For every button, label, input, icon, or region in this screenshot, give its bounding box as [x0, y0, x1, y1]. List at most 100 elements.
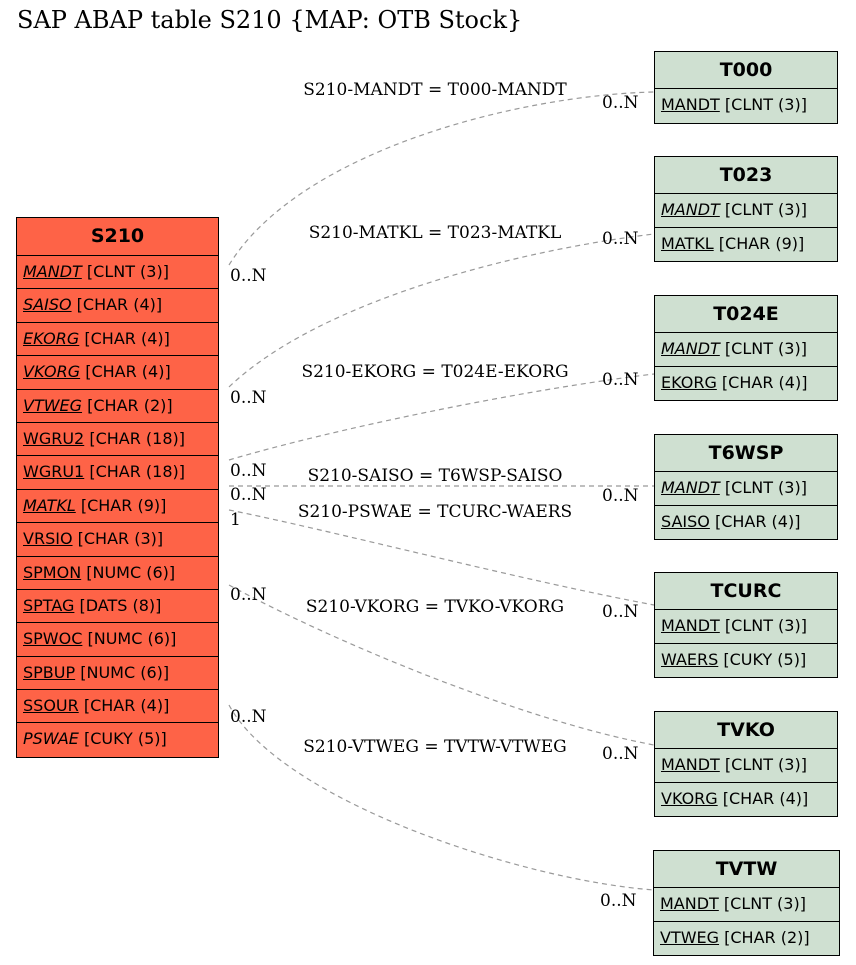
relation-label: S210-VTWEG = TVTW-VTWEG — [303, 737, 567, 757]
field-name: MANDT — [661, 478, 720, 497]
cardinality-source: 0..N — [230, 388, 267, 408]
field-name: VKORG — [661, 788, 718, 808]
table-header: T6WSP — [655, 435, 837, 472]
cardinality-source: 0..N — [230, 266, 267, 286]
cardinality-source: 0..N — [230, 461, 267, 481]
field-type: [CLNT (3)] — [719, 478, 807, 497]
field-name: SPWOC — [23, 629, 83, 649]
field-name: MANDT — [661, 200, 720, 219]
field-type: [CLNT (3)] — [719, 755, 807, 774]
field-type: [CUKY (5)] — [78, 729, 167, 749]
diagram-title: SAP ABAP table S210 {MAP: OTB Stock} — [17, 6, 523, 34]
field-name: PSWAE — [23, 729, 79, 749]
table-s210[interactable]: S210 MANDT [CLNT (3)]SAISO [CHAR (4)]EKO… — [16, 217, 219, 758]
field-row-spmon[interactable]: SPMON [NUMC (6)] — [17, 557, 218, 590]
field-row-mandt[interactable]: MANDT [CLNT (3)] — [655, 472, 837, 506]
cardinality-target: 0..N — [602, 93, 639, 113]
field-type: [CHAR (18)] — [84, 428, 185, 448]
field-type: [CHAR (9)] — [713, 233, 805, 253]
table-header: T024E — [655, 296, 837, 333]
field-row-spbup[interactable]: SPBUP [NUMC (6)] — [17, 657, 218, 691]
relation-label: S210-MANDT = T000-MANDT — [303, 80, 567, 100]
field-row-spwoc[interactable]: SPWOC [NUMC (6)] — [17, 623, 218, 657]
cardinality-source: 0..N — [230, 485, 267, 505]
table-header: T000 — [655, 52, 837, 89]
table-header: T023 — [655, 157, 837, 194]
field-name: MANDT — [661, 95, 720, 114]
field-row-mandt[interactable]: MANDT [CLNT (3)] — [655, 89, 837, 123]
field-name: WAERS — [661, 649, 719, 669]
field-type: [CHAR (9)] — [75, 495, 167, 515]
field-type: [CLNT (3)] — [719, 95, 807, 114]
field-row-vtweg[interactable]: VTWEG [CHAR (2)] — [654, 922, 839, 956]
field-type: [CHAR (4)] — [80, 362, 171, 382]
cardinality-target: 0..N — [602, 370, 639, 390]
field-row-matkl[interactable]: MATKL [CHAR (9)] — [655, 228, 837, 262]
field-type: [CHAR (4)] — [716, 372, 808, 392]
relation-line — [228, 373, 655, 461]
field-row-mandt[interactable]: MANDT [CLNT (3)] — [655, 194, 837, 228]
field-row-saiso[interactable]: SAISO [CHAR (4)] — [655, 506, 837, 540]
field-name: VTWEG — [23, 395, 83, 415]
field-row-saiso[interactable]: SAISO [CHAR (4)] — [17, 289, 218, 323]
field-name: WGRU2 — [23, 428, 85, 448]
field-row-mandt[interactable]: MANDT [CLNT (3)] — [17, 256, 218, 290]
field-type: [NUMC (6)] — [81, 562, 176, 582]
field-type: [CHAR (3)] — [72, 529, 164, 549]
field-name: MANDT — [660, 894, 719, 913]
field-row-vkorg[interactable]: VKORG [CHAR (4)] — [17, 356, 218, 390]
field-row-mandt[interactable]: MANDT [CLNT (3)] — [654, 888, 839, 922]
field-name: MANDT — [661, 339, 720, 358]
cardinality-source: 0..N — [230, 707, 267, 727]
field-type: [CHAR (4)] — [709, 511, 801, 531]
table-header: S210 — [17, 218, 218, 256]
field-name: SSOUR — [23, 696, 79, 716]
field-row-ssour[interactable]: SSOUR [CHAR (4)] — [17, 690, 218, 724]
relation-label: S210-VKORG = TVKO-VKORG — [306, 597, 564, 617]
relation-label: S210-EKORG = T024E-EKORG — [301, 362, 568, 382]
field-row-mandt[interactable]: MANDT [CLNT (3)] — [655, 333, 837, 367]
field-name: SAISO — [23, 295, 72, 315]
field-name: MANDT — [661, 616, 720, 635]
field-type: [CHAR (4)] — [78, 696, 170, 716]
field-type: [NUMC (6)] — [82, 629, 177, 649]
relation-label: S210-MATKL = T023-MATKL — [309, 223, 562, 243]
field-row-wgru2[interactable]: WGRU2 [CHAR (18)] — [17, 423, 218, 457]
field-name: VTWEG — [660, 927, 720, 947]
field-type: [CLNT (3)] — [719, 339, 807, 358]
table-header: TVTW — [654, 851, 839, 888]
field-row-mandt[interactable]: MANDT [CLNT (3)] — [655, 749, 837, 783]
field-name: SPTAG — [23, 595, 75, 615]
table-header: TVKO — [655, 712, 837, 749]
field-name: MATKL — [23, 495, 76, 515]
field-type: [CLNT (3)] — [81, 262, 169, 281]
cardinality-target: 0..N — [600, 891, 637, 911]
field-name: EKORG — [23, 328, 80, 348]
field-row-vkorg[interactable]: VKORG [CHAR (4)] — [655, 783, 837, 817]
field-row-matkl[interactable]: MATKL [CHAR (9)] — [17, 490, 218, 524]
field-type: [CUKY (5)] — [718, 649, 807, 669]
field-row-mandt[interactable]: MANDT [CLNT (3)] — [655, 610, 837, 644]
field-row-waers[interactable]: WAERS [CUKY (5)] — [655, 644, 837, 678]
field-row-vrsio[interactable]: VRSIO [CHAR (3)] — [17, 523, 218, 557]
field-row-ekorg[interactable]: EKORG [CHAR (4)] — [655, 367, 837, 401]
table-header: TCURC — [655, 573, 837, 610]
field-row-wgru1[interactable]: WGRU1 [CHAR (18)] — [17, 456, 218, 490]
field-name: MANDT — [23, 262, 82, 281]
field-name: VRSIO — [23, 529, 73, 549]
cardinality-target: 0..N — [602, 744, 639, 764]
field-row-pswae[interactable]: PSWAE [CUKY (5)] — [17, 723, 218, 756]
field-type: [CLNT (3)] — [718, 894, 806, 913]
field-row-sptag[interactable]: SPTAG [DATS (8)] — [17, 590, 218, 624]
field-row-vtweg[interactable]: VTWEG [CHAR (2)] — [17, 390, 218, 423]
field-row-ekorg[interactable]: EKORG [CHAR (4)] — [17, 323, 218, 357]
field-type: [NUMC (6)] — [75, 662, 170, 682]
